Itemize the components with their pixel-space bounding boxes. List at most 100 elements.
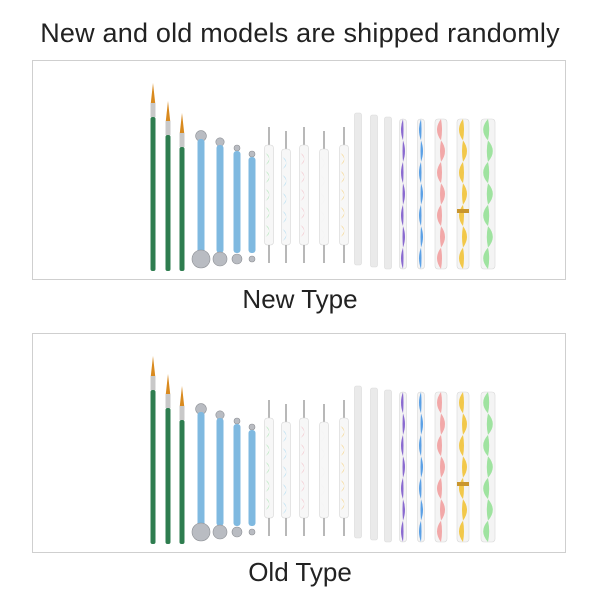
- rod-twist: [462, 140, 467, 162]
- rod-twist: [486, 226, 493, 248]
- pen-swirl: [265, 225, 270, 237]
- pen-swirl: [265, 189, 270, 201]
- dotting-pen: [339, 400, 349, 536]
- rod-twist: [402, 183, 405, 205]
- rod-twist: [462, 499, 467, 521]
- rod-twist: [462, 226, 467, 248]
- acrylic-rod: [434, 391, 448, 543]
- rod-twist: [483, 204, 490, 227]
- tool-set-new: [150, 83, 496, 271]
- pen-swirl: [300, 225, 305, 237]
- rod-twist: [459, 119, 464, 141]
- pen-swirl: [300, 189, 305, 201]
- ball-stylus-tool: [231, 417, 243, 538]
- rod-twist: [483, 247, 490, 269]
- rod-twist: [459, 392, 464, 414]
- stylus-handle: [248, 157, 256, 253]
- brush-ferrule: [165, 121, 171, 135]
- brush-ferrule: [179, 133, 185, 147]
- pen-swirl: [300, 498, 305, 510]
- pen-swirl: [265, 426, 270, 438]
- stylus-ball-bottom: [212, 524, 228, 540]
- rod-twist: [440, 183, 445, 205]
- paint-brush: [150, 83, 156, 271]
- pen-swirl: [300, 444, 305, 456]
- pen-swirl: [340, 189, 345, 201]
- acrylic-rod: [480, 118, 496, 270]
- pen-swirl: [320, 502, 325, 514]
- rod-twist: [459, 161, 464, 184]
- rod-twist: [401, 434, 404, 457]
- paint-brush: [150, 356, 156, 544]
- rod-twist: [437, 161, 442, 184]
- pen-swirl: [300, 462, 305, 474]
- paint-brush: [165, 101, 171, 271]
- rod-twist: [440, 499, 445, 521]
- rod-twist: [437, 247, 442, 269]
- dotting-pen: [281, 131, 291, 263]
- stylus-ball-bottom: [212, 251, 228, 267]
- rod-twist: [419, 392, 422, 414]
- clear-stick: [354, 385, 362, 539]
- pen-swirl: [265, 498, 270, 510]
- pen-swirl: [265, 444, 270, 456]
- rod-twist: [420, 413, 423, 435]
- stylus-ball-top: [233, 417, 241, 425]
- clear-stick: [370, 114, 378, 268]
- clear-stick: [354, 112, 362, 266]
- pen-swirl: [300, 153, 305, 165]
- brush-ferrule: [150, 103, 156, 117]
- rod-twist: [402, 456, 405, 478]
- pen-swirl: [265, 462, 270, 474]
- stylus-ball-bottom: [231, 253, 243, 265]
- acrylic-rod: [456, 391, 470, 543]
- stylus-ball-bottom: [191, 249, 211, 269]
- acrylic-rod: [399, 118, 407, 270]
- pen-swirl: [265, 153, 270, 165]
- pen-swirl: [320, 193, 325, 205]
- stylus-handle: [233, 424, 241, 526]
- rod-twist: [437, 477, 442, 500]
- rod-twist: [419, 247, 422, 269]
- rod-twist: [401, 477, 404, 500]
- brush-ferrule: [150, 376, 156, 390]
- pen-swirl: [340, 498, 345, 510]
- rod-twist: [401, 392, 404, 414]
- pen-swirl: [320, 430, 325, 442]
- stylus-handle: [197, 412, 205, 526]
- brush-tip: [165, 374, 171, 394]
- pen-swirl: [282, 502, 287, 514]
- stylus-ball-top: [233, 144, 241, 152]
- ball-stylus-tool: [231, 144, 243, 265]
- rod-twist: [462, 183, 467, 205]
- pen-swirl: [340, 225, 345, 237]
- stylus-ball-top: [215, 410, 225, 420]
- rod-twist: [440, 226, 445, 248]
- acrylic-rod: [417, 118, 425, 270]
- pen-swirl: [282, 484, 287, 496]
- pen-swirl: [320, 229, 325, 241]
- ball-stylus-tool: [191, 130, 211, 269]
- dotting-pen: [299, 400, 309, 536]
- paint-brush: [165, 374, 171, 544]
- rod-twist: [420, 456, 423, 478]
- pen-swirl: [282, 157, 287, 169]
- pen-swirl: [265, 171, 270, 183]
- rod-twist: [419, 119, 422, 141]
- stylus-ball-bottom: [248, 255, 256, 263]
- brush-handle: [150, 390, 156, 544]
- brush-tip: [179, 386, 185, 406]
- pen-swirl: [320, 448, 325, 460]
- stylus-handle: [216, 145, 224, 253]
- rod-twist: [486, 413, 493, 435]
- brush-handle: [165, 408, 171, 544]
- brush-ferrule: [165, 394, 171, 408]
- pen-swirl: [282, 193, 287, 205]
- clear-stick: [384, 389, 392, 543]
- rod-twist: [483, 477, 490, 500]
- rod-twist: [437, 119, 442, 141]
- rod-twist: [420, 499, 423, 521]
- rod-twist: [483, 434, 490, 457]
- pen-swirl: [265, 207, 270, 219]
- rod-twist: [440, 456, 445, 478]
